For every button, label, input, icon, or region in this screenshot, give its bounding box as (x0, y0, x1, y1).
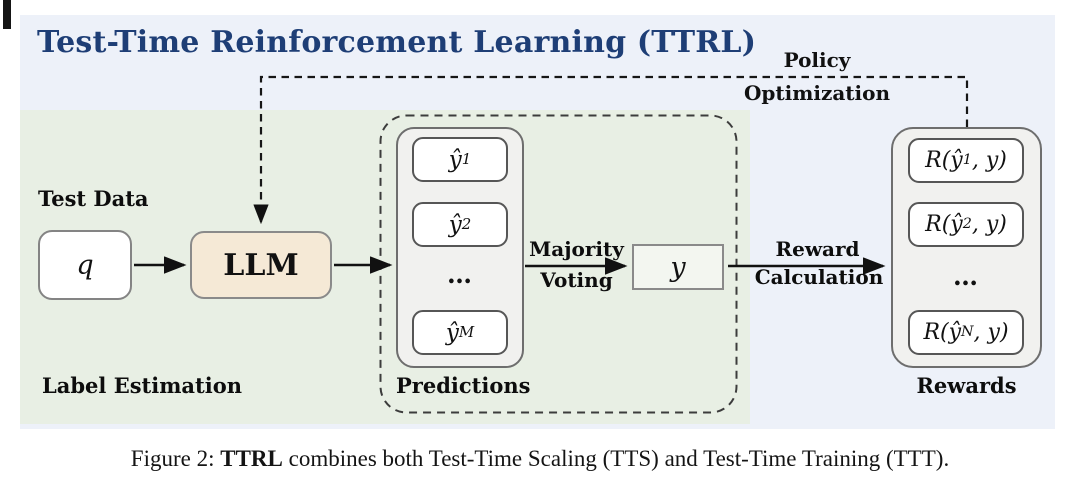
consensus-box: y (632, 244, 724, 290)
predictions-ellipsis: … (447, 260, 473, 289)
rewards-label: Rewards (916, 373, 1017, 398)
rewards-ellipsis: … (953, 262, 979, 291)
reward-expression: , y) (971, 148, 1007, 173)
prediction-subscript: M (458, 323, 475, 342)
query-box: q (38, 230, 132, 300)
policy-label-line2: Optimization (743, 81, 891, 105)
caption-suffix: combines both Test-Time Scaling (TTS) an… (282, 446, 950, 471)
reward-expression: R(ŷ (925, 212, 963, 237)
diagram-title: Test-Time Reinforcement Learning (TTRL) (37, 25, 757, 60)
llm-label: LLM (223, 247, 299, 283)
test-data-label: Test Data (38, 186, 149, 211)
consensus-symbol: y (670, 251, 686, 283)
reward-expression: R(ŷ (923, 320, 962, 345)
majority-voting-label-line2: Voting (540, 268, 613, 292)
prediction-symbol: ŷ (448, 211, 462, 238)
reward-expression: R(ŷ (925, 148, 963, 173)
predictions-label: Predictions (396, 373, 531, 398)
caption-bold-term: TTRL (220, 446, 283, 471)
llm-box: LLM (190, 231, 332, 299)
reward-calculation-label-line2: Calculation (754, 265, 884, 289)
figure-caption: Figure 2: TTRL combines both Test-Time S… (0, 444, 1080, 474)
reward-subscript: 1 (962, 152, 972, 169)
query-symbol: q (76, 249, 94, 281)
prediction-symbol: ŷ (448, 146, 462, 173)
prediction-symbol: ŷ (445, 319, 459, 346)
black-marker (3, 0, 11, 29)
reward-subscript: 2 (962, 216, 972, 233)
policy-optimization-label: Policy Optimization (742, 44, 892, 110)
prediction-subscript: 1 (461, 150, 472, 169)
reward-expression: , y) (973, 320, 1009, 345)
policy-label-line1: Policy (783, 48, 851, 72)
reward-expression: , y) (971, 212, 1007, 237)
majority-voting-label-line1: Majority (529, 237, 624, 261)
caption-prefix: Figure 2: (130, 446, 221, 471)
reward-subscript: N (961, 324, 974, 341)
prediction-subscript: 2 (461, 215, 472, 234)
label-estimation-label: Label Estimation (42, 373, 242, 398)
reward-calculation-label-line1: Reward (775, 237, 860, 261)
